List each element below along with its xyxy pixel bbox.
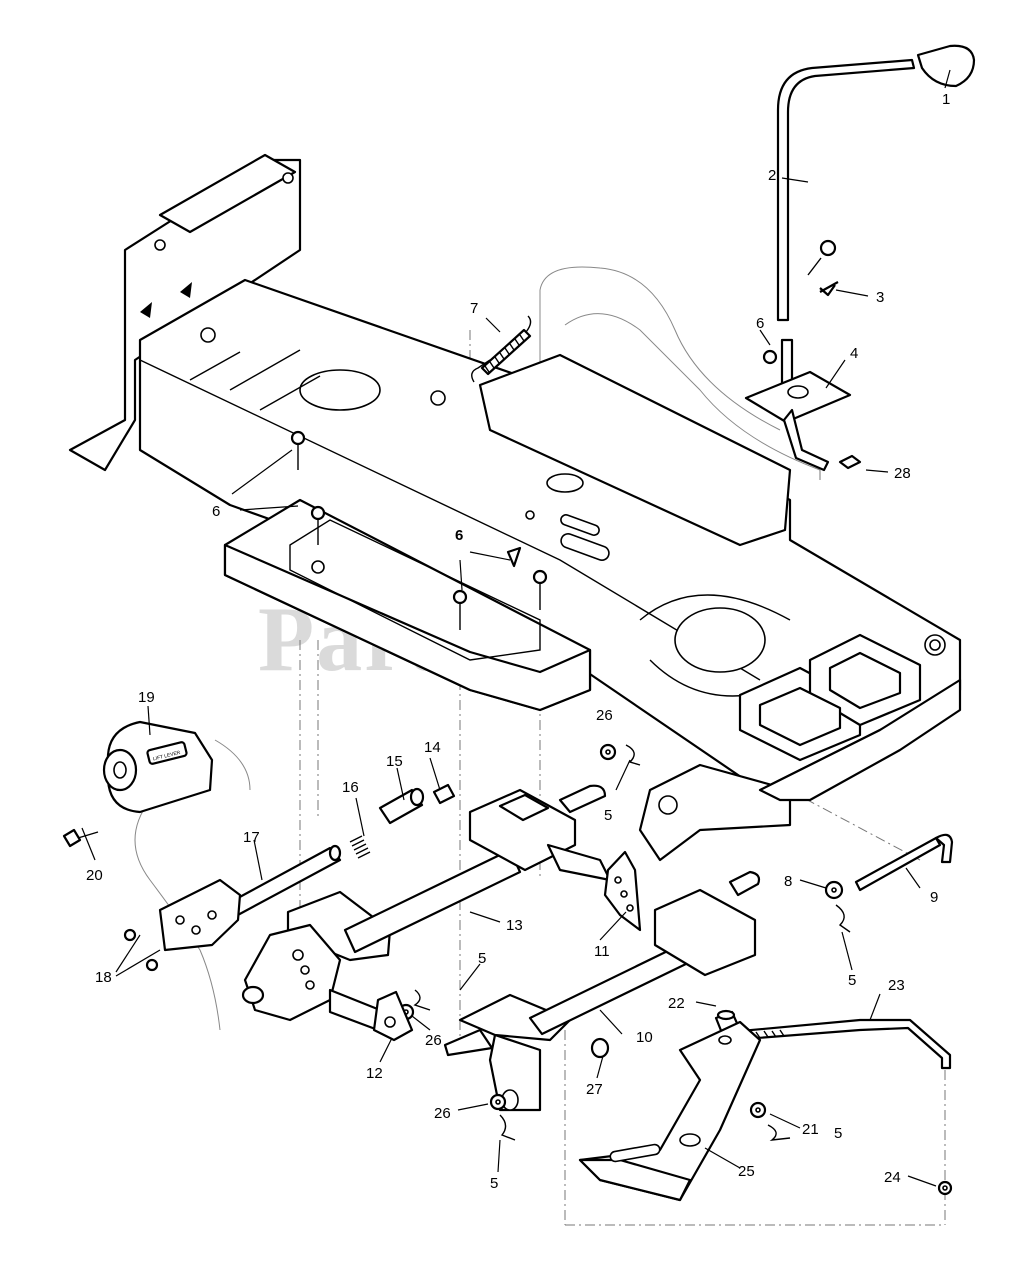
callout-1: 1 xyxy=(942,91,950,108)
rod-9 xyxy=(854,833,954,892)
callout-7: 7 xyxy=(470,300,478,317)
callout-17: 17 xyxy=(243,829,260,846)
lift-handle-assembly xyxy=(744,44,976,472)
callout-26-bottom: 26 xyxy=(434,1105,451,1122)
callout-23: 23 xyxy=(888,977,905,994)
callout-28: 28 xyxy=(894,465,911,482)
callout-20: 20 xyxy=(86,867,103,884)
callout-24: 24 xyxy=(884,1169,901,1186)
handle-grip-19: LIFT LEVER xyxy=(62,720,214,848)
callout-15: 15 xyxy=(386,753,403,770)
callout-18: 18 xyxy=(95,969,112,986)
callout-5-mid: 5 xyxy=(478,950,486,967)
callout-21: 21 xyxy=(802,1121,819,1138)
callout-22: 22 xyxy=(668,995,685,1012)
callout-11: 11 xyxy=(594,943,610,960)
callout-14: 14 xyxy=(424,739,441,756)
spring-7 xyxy=(471,315,532,383)
callout-25: 25 xyxy=(738,1163,755,1180)
callout-12: 12 xyxy=(366,1065,383,1082)
callout-5-bottom: 5 xyxy=(490,1175,498,1192)
callout-3: 3 xyxy=(876,289,884,306)
bolts-6 xyxy=(290,430,548,630)
handle-bracket-18 xyxy=(123,878,242,972)
callout-26-mid: 26 xyxy=(425,1032,442,1049)
bracket-11 xyxy=(603,850,642,932)
callout-5-right: 5 xyxy=(848,972,856,989)
callout-labels: 1 2 3 4 6 28 7 6 6 19 20 14 15 16 17 18 … xyxy=(86,91,950,1192)
callout-26-top: 26 xyxy=(596,707,613,724)
bracket-25 xyxy=(578,1020,762,1202)
callout-13: 13 xyxy=(506,917,523,934)
callout-5-top: 5 xyxy=(604,807,612,824)
callout-10: 10 xyxy=(636,1029,653,1046)
clips-and-washers xyxy=(372,743,953,1196)
callout-6-top: 6 xyxy=(756,315,764,332)
callout-19: 19 xyxy=(138,689,155,706)
callout-8: 8 xyxy=(784,873,792,890)
callout-16: 16 xyxy=(342,779,359,796)
callout-2: 2 xyxy=(768,167,776,184)
lift-shaft-13 xyxy=(241,784,612,1032)
leader-lines xyxy=(81,69,951,1187)
main-frame xyxy=(68,153,962,862)
callout-4: 4 xyxy=(850,345,858,362)
callout-6-left: 6 xyxy=(212,503,220,520)
callout-9: 9 xyxy=(930,889,938,906)
callout-5-lower-right: 5 xyxy=(834,1125,842,1142)
callout-6-center: 6 xyxy=(455,527,463,544)
callout-27: 27 xyxy=(586,1081,603,1098)
